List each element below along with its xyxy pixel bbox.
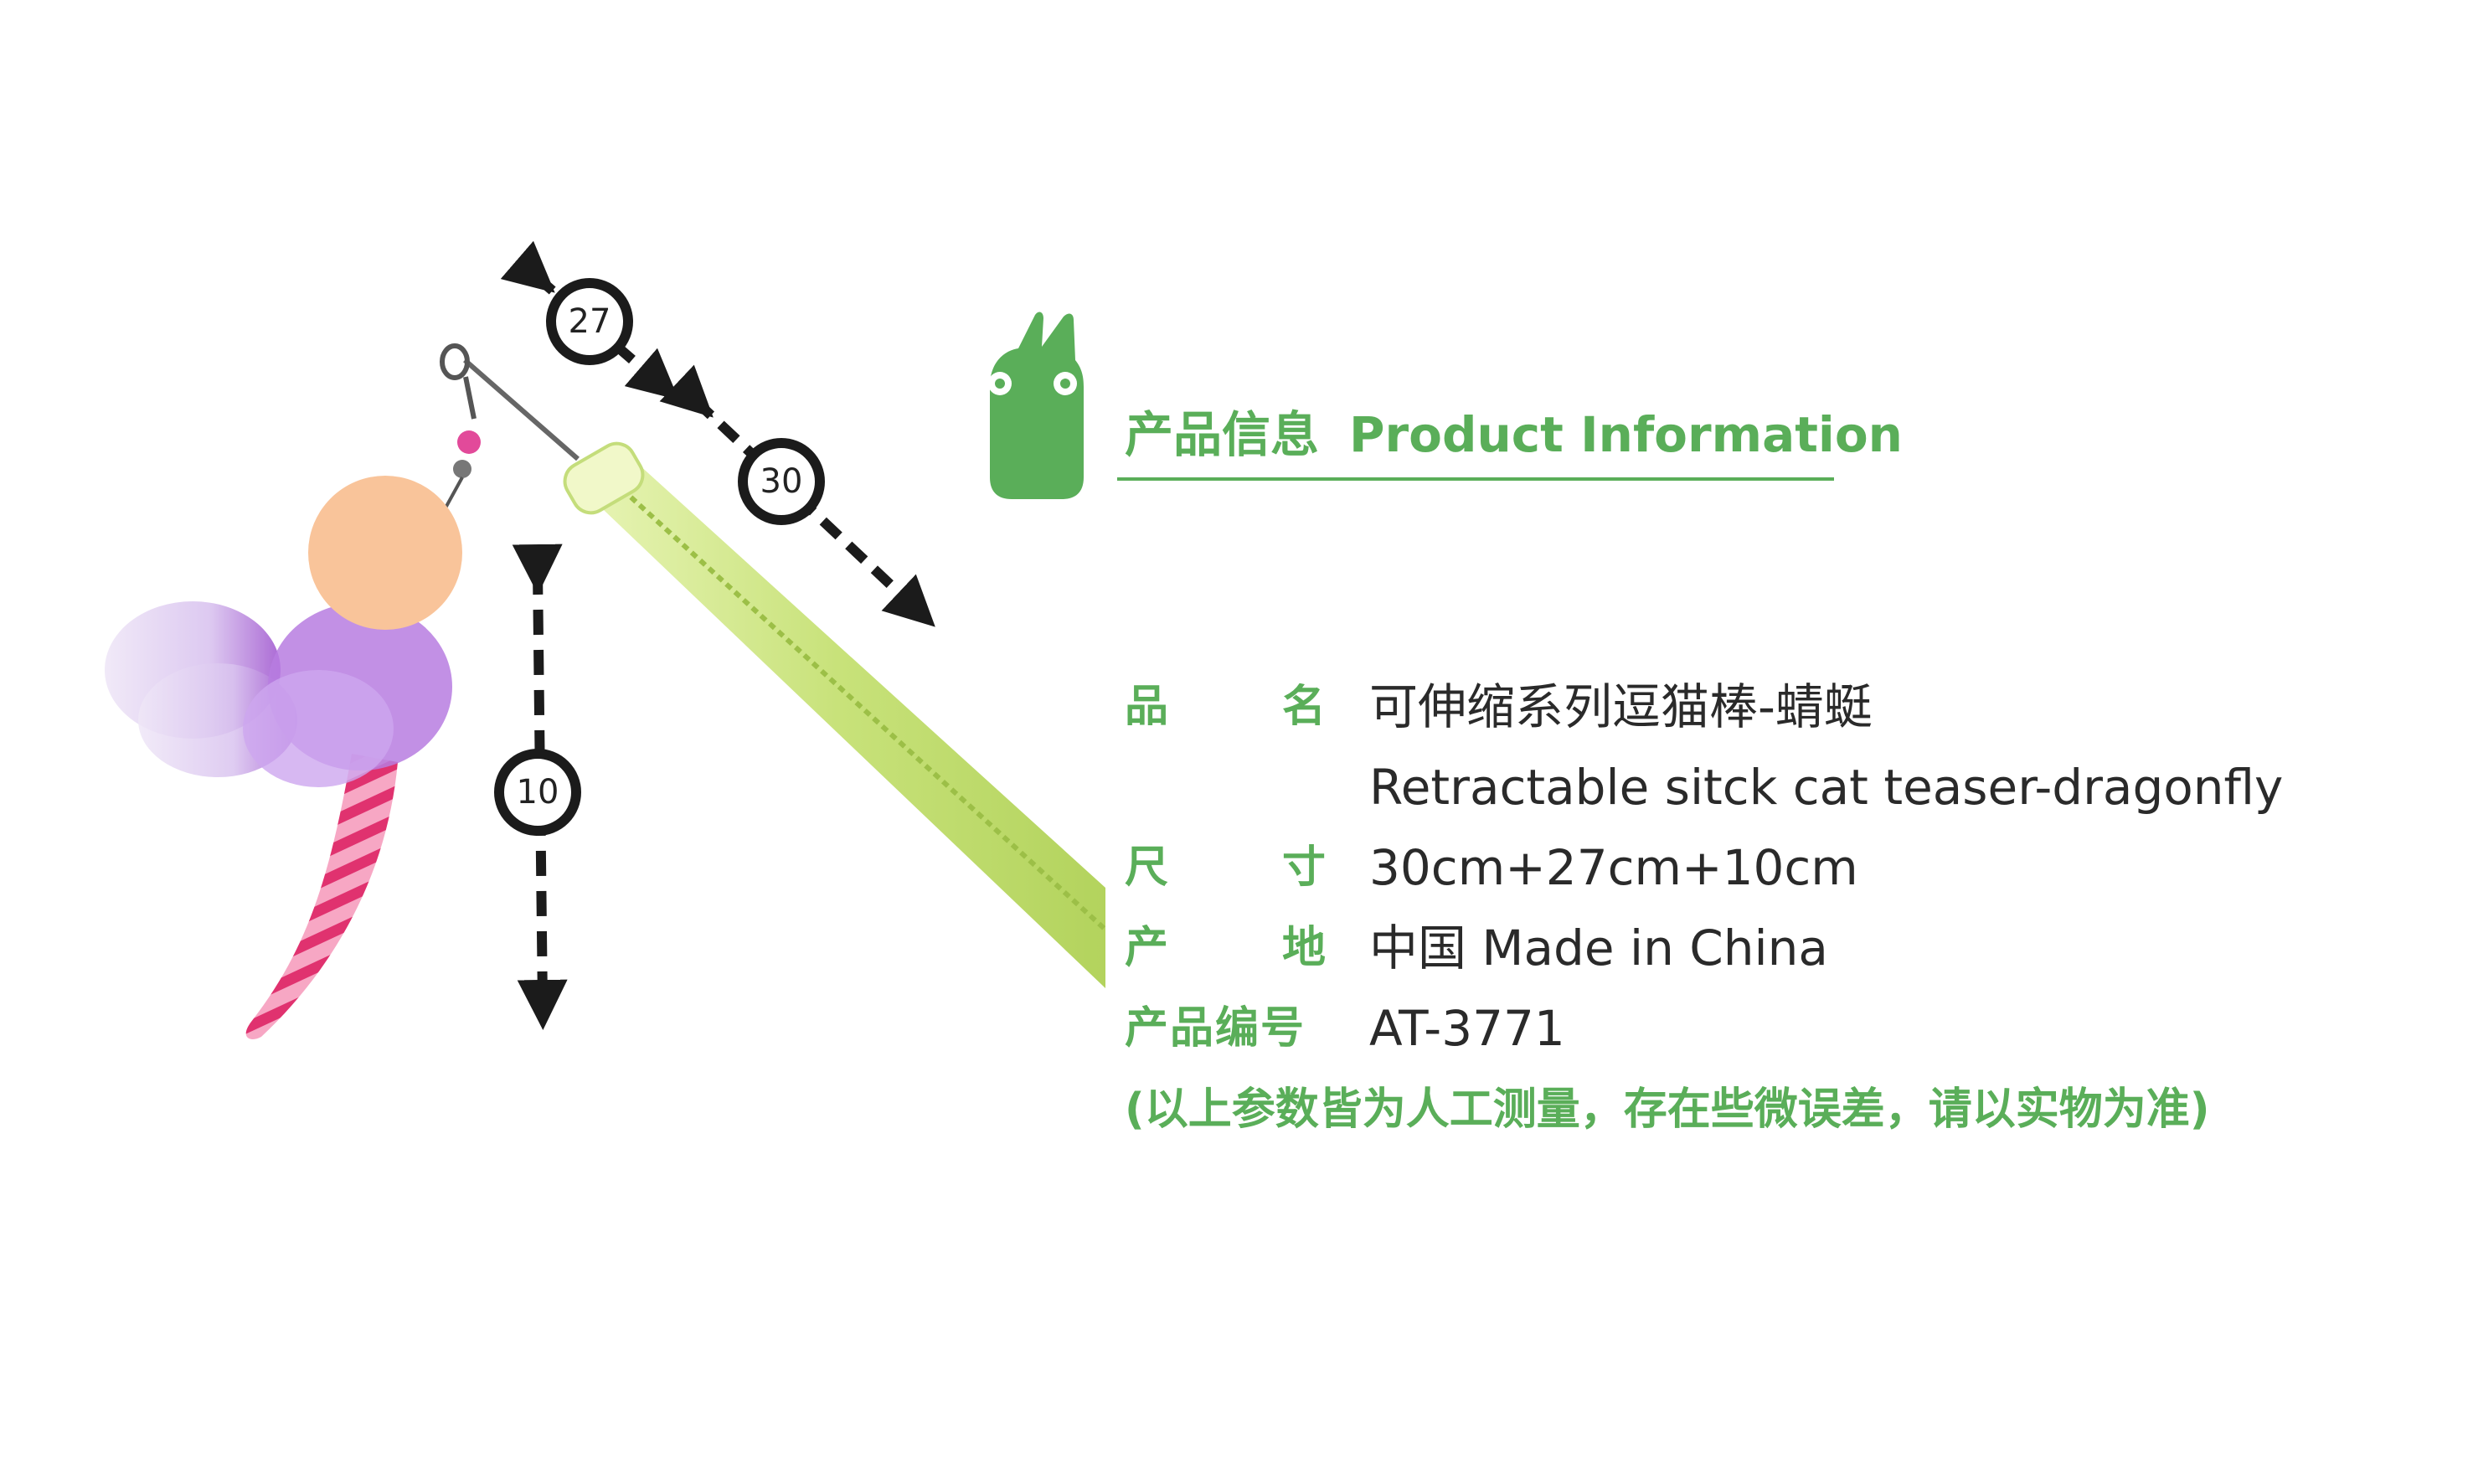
spec-value-name-en: Retractable sitck cat teaser-dragonfly (1369, 759, 2284, 816)
dimension-label-10: 10 (517, 773, 559, 812)
dragonfly-toy (105, 476, 462, 1039)
spec-value-origin: 中国 Made in China (1369, 920, 1828, 976)
section-title: 产品信息 Product Information (1125, 397, 1903, 472)
dimension-arrow-30: 30 (659, 364, 935, 627)
spec-label-name: 品名 (1125, 682, 1326, 732)
spec-label-size: 尺寸 (1125, 842, 1326, 893)
measurement-note: (以上参数皆为人工测量，存在些微误差，请以实物为准) (1125, 1085, 2210, 1135)
dimension-label-30: 30 (760, 462, 803, 501)
section-title-cn: 产品信息 (1125, 406, 1320, 463)
dimension-label-27: 27 (569, 302, 611, 341)
green-cat-mascot-icon (988, 312, 1084, 499)
dimension-arrow-27: 27 (500, 240, 679, 400)
spec-label-origin: 产地 (1125, 923, 1326, 973)
section-title-en: Product Information (1349, 406, 1903, 463)
dimension-arrow-10: 10 (494, 544, 581, 1030)
title-underline (1117, 477, 1834, 481)
clasp (440, 343, 481, 512)
spec-value-size: 30cm+27cm+10cm (1369, 839, 1858, 896)
spec-value-item-no: AT-3771 (1369, 1000, 1565, 1057)
spec-label-item-no: 产品编号 (1125, 1003, 1306, 1054)
spec-value-name-cn: 可伸缩系列逗猫棒-蜻蜓 (1369, 678, 1873, 735)
product-illustration: 27 30 10 (105, 240, 1105, 1039)
